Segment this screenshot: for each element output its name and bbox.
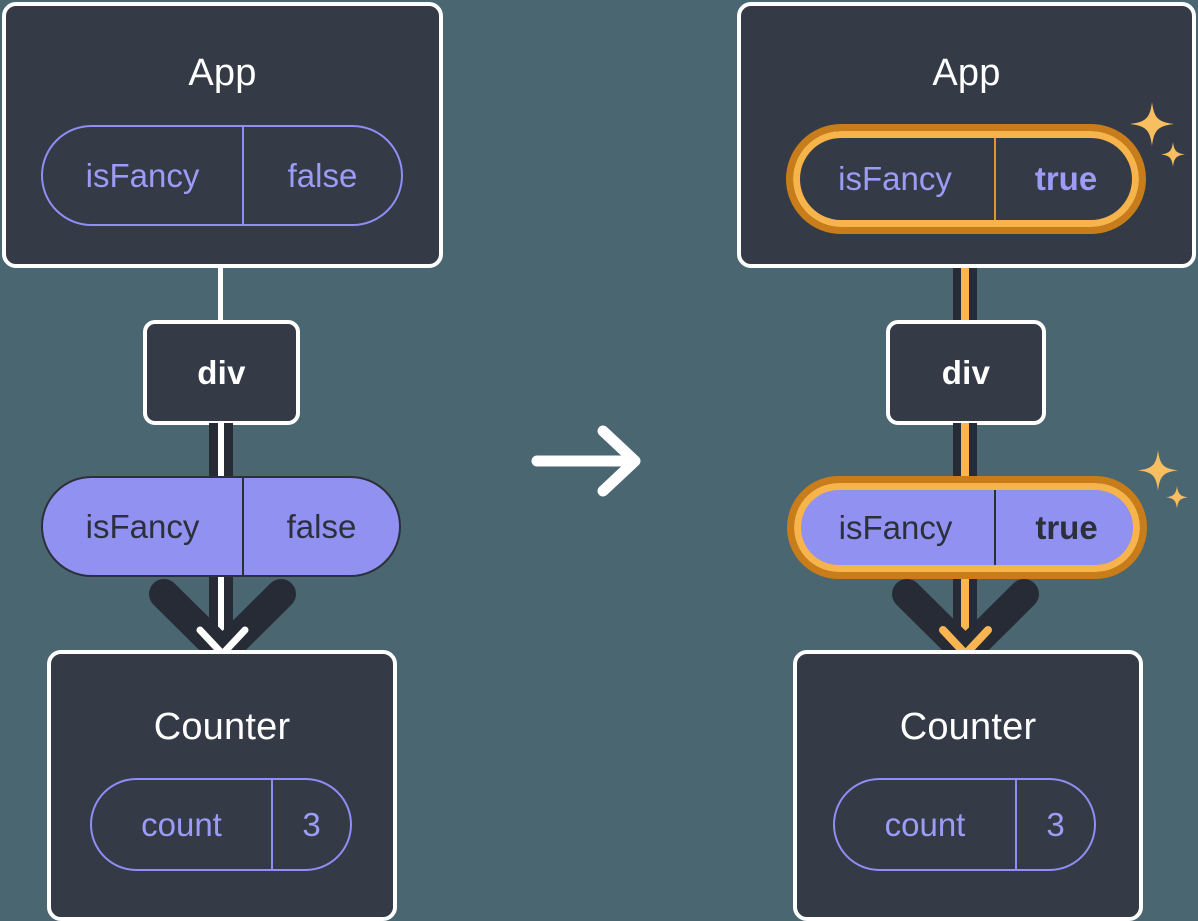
app-state-pill-after: isFancy true (794, 132, 1138, 226)
counter-state-pill-value-after: 3 (1015, 780, 1094, 869)
counter-state-pill-after: count 3 (833, 778, 1096, 871)
div-element-label-before: div (197, 353, 246, 391)
connector-app-to-div-core-after (961, 215, 969, 325)
sparkles-icon-app-after (1126, 100, 1188, 176)
prop-pill-before: isFancy false (41, 476, 401, 577)
app-title-before: App (188, 52, 257, 94)
counter-title-after: Counter (899, 706, 1037, 748)
counter-state-pill-name-before: count (141, 805, 222, 843)
app-state-pill-before: isFancy false (41, 125, 403, 226)
connector-div-to-prop-core-after (961, 423, 969, 481)
sparkles-icon-prop-after (1134, 448, 1190, 518)
prop-pill-name-after: isFancy (838, 508, 953, 546)
app-state-pill-value-before: false (242, 127, 401, 224)
div-element-box-before: div (143, 320, 300, 425)
counter-title-before: Counter (153, 706, 291, 748)
prop-pill-name-before: isFancy (85, 507, 200, 545)
connector-prop-to-counter-core-before (218, 570, 224, 650)
prop-pill-value-before: false (242, 478, 399, 575)
counter-state-pill-name-after: count (884, 805, 966, 843)
prop-pill-value-after: true (994, 486, 1137, 569)
connector-prop-to-counter-core-after (961, 570, 969, 650)
div-element-box-after: div (886, 320, 1046, 425)
counter-state-pill-value-before: 3 (271, 780, 350, 869)
app-state-pill-name-before: isFancy (85, 156, 200, 194)
div-element-label-after: div (941, 353, 991, 391)
connector-div-to-prop-core-before (218, 423, 224, 481)
connector-app-to-div-before (218, 262, 223, 324)
counter-state-pill-before: count 3 (90, 778, 352, 871)
app-state-pill-name-after: isFancy (838, 160, 952, 197)
prop-pill-after: isFancy true (795, 484, 1139, 571)
app-title-after: App (932, 52, 1001, 94)
arrow-right-icon (531, 425, 647, 497)
app-state-pill-value-after: true (994, 134, 1136, 224)
